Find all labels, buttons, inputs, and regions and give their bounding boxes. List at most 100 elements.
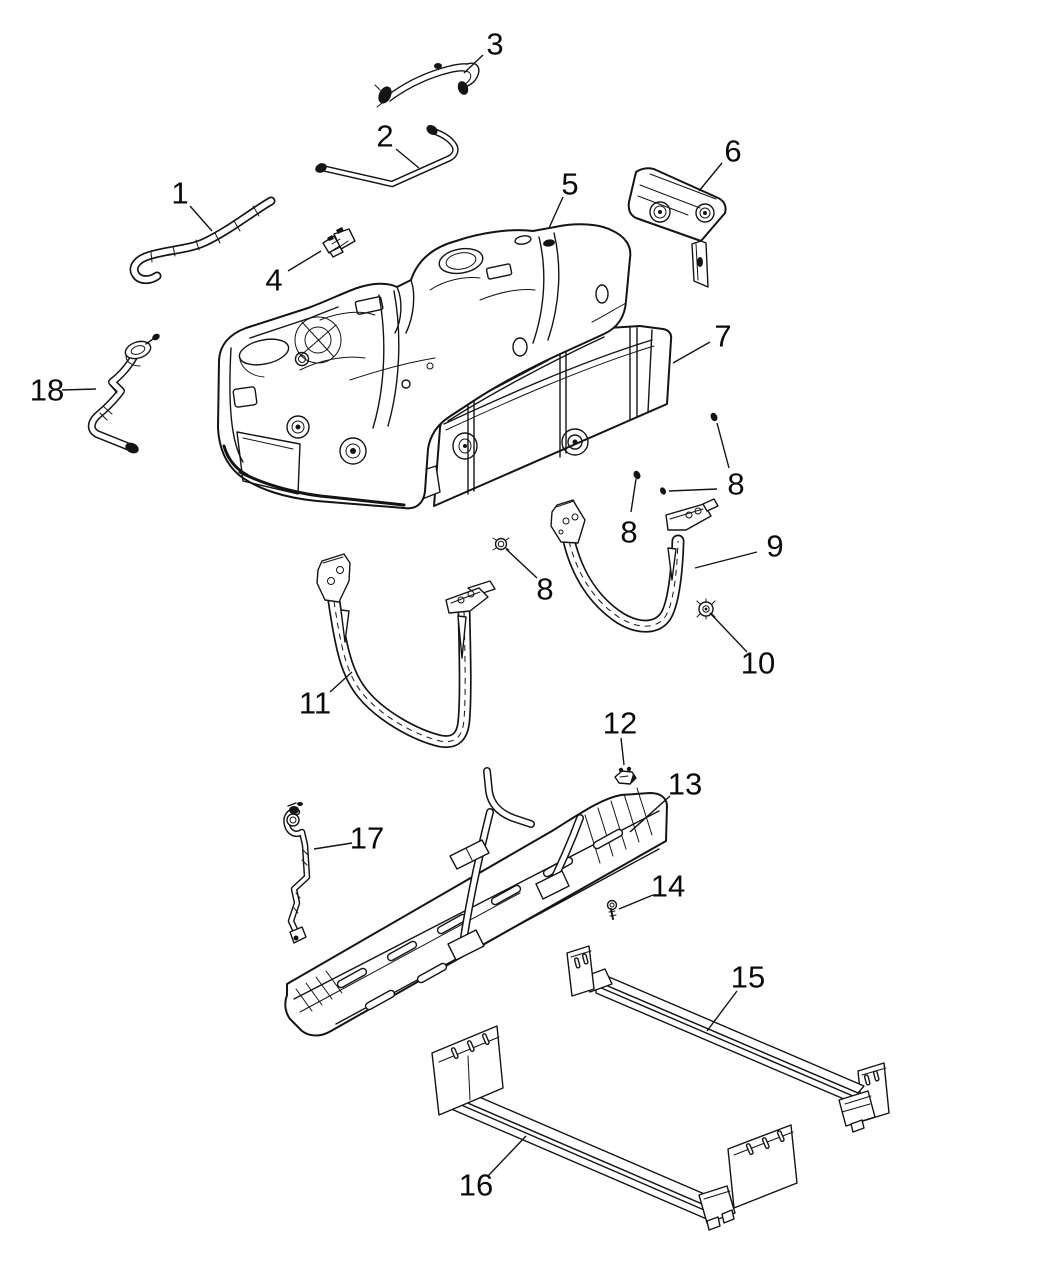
callout-14-screw: 14 — [651, 869, 685, 904]
part-15-crossmember-rear-stroke — [872, 1070, 880, 1082]
part-10-nut-stroke — [696, 600, 701, 605]
part-5-fuel-tank-stroke — [463, 444, 467, 448]
part-7-heat-shield-stroke — [445, 345, 655, 431]
part-18-filler-vent-tube — [87, 333, 160, 454]
part-5-fuel-tank-stroke — [514, 235, 532, 245]
part-5-fuel-tank-stroke — [512, 337, 528, 357]
part-17-support-bracket-stroke — [289, 806, 299, 814]
part-8-fasteners-stroke — [494, 537, 508, 551]
part-6-upper-shield-stroke — [658, 210, 662, 214]
part-16-crossmember-front-stroke — [451, 1100, 719, 1217]
part-6-upper-shield-stroke — [649, 173, 717, 200]
part-17-support-bracket-stroke — [297, 802, 303, 806]
part-6-upper-shield-stroke — [703, 211, 707, 215]
part-5-fuel-tank-stroke — [387, 290, 400, 427]
part-5-fuel-tank-stroke — [299, 356, 366, 371]
part-14-screw-stroke — [609, 902, 615, 908]
part-13-skid-plate-stroke — [484, 768, 534, 827]
leader-line-16-crossmember-front — [487, 1135, 527, 1177]
part-16-crossmember-front-stroke — [721, 1209, 735, 1224]
part-13-skid-plate-stroke — [535, 870, 570, 900]
part-5-fuel-tank-stroke — [452, 432, 478, 460]
part-15-crossmember-rear-stroke — [573, 957, 581, 969]
part-13-skid-plate-stroke — [592, 828, 624, 850]
part-12-clip-stroke — [626, 766, 632, 772]
callout-10-nut: 10 — [741, 646, 775, 681]
part-5-fuel-tank-stroke — [339, 437, 367, 465]
callout-8-fastener: 8 — [727, 467, 744, 502]
part-5-fuel-tank-stroke — [445, 252, 477, 270]
leader-line-8-fastener — [630, 478, 637, 513]
part-15-crossmember-rear-stroke — [598, 986, 861, 1100]
part-5-fuel-tank-stroke — [349, 357, 436, 381]
part-10-nut-stroke — [711, 600, 716, 605]
part-9-strap-right-stroke — [562, 517, 570, 525]
part-5-fuel-tank-stroke — [286, 415, 310, 439]
part-8-fasteners-stroke — [505, 547, 510, 551]
part-13-skid-plate-stroke — [336, 967, 368, 989]
callout-6-upper-shield: 6 — [724, 134, 741, 169]
part-3-wiring-harness-stroke — [387, 63, 468, 96]
part-5-fuel-tank-stroke — [401, 379, 411, 389]
part-13-skid-plate — [284, 767, 668, 1037]
part-13-skid-plate-stroke — [584, 814, 601, 864]
part-13-skid-plate-stroke — [295, 988, 313, 1012]
part-13-skid-plate-stroke — [465, 847, 473, 861]
leader-line-11-strap-left — [329, 671, 353, 693]
part-9-strap-right — [550, 498, 719, 633]
part-7-heat-shield-stroke — [572, 439, 578, 445]
part-9-strap-right-stroke — [694, 507, 702, 515]
callout-11-strap-left: 11 — [299, 686, 331, 721]
part-2-vapor-tube-stroke — [315, 163, 327, 173]
part-17-support-bracket-stroke — [301, 859, 308, 866]
part-8-fasteners-stroke — [492, 547, 497, 551]
part-16-crossmember-front-stroke — [450, 1047, 459, 1060]
callout-18-filler-vent-tube: 18 — [30, 373, 64, 408]
part-10-nut-stroke — [696, 613, 701, 618]
part-18-filler-vent-tube-stroke — [109, 384, 118, 394]
part-14-screw-stroke — [606, 899, 618, 911]
part-16-crossmember-front-stroke — [727, 1124, 798, 1209]
callout-1-vent-hose: 1 — [171, 176, 188, 211]
part-18-filler-vent-tube-stroke — [125, 442, 139, 454]
part-17-support-bracket-stroke — [295, 892, 301, 899]
part-17-support-bracket-stroke — [284, 809, 309, 936]
callout-17-support-bracket: 17 — [350, 821, 384, 856]
part-3-wiring-harness-stroke — [378, 86, 392, 104]
leader-line-4-retainer-clip — [287, 250, 322, 272]
part-5-fuel-tank-stroke — [294, 351, 310, 367]
part-18-filler-vent-tube-stroke — [124, 340, 152, 360]
part-10-nut-stroke — [711, 613, 716, 618]
part-5-fuel-tank-stroke — [242, 437, 294, 450]
part-2-vapor-tube — [315, 124, 459, 188]
part-9-strap-right-stroke — [667, 547, 677, 581]
part-9-strap-right-stroke — [702, 498, 719, 512]
part-16-crossmember-front-stroke — [431, 1025, 504, 1116]
part-11-strap-left-stroke — [329, 596, 470, 747]
part-9-strap-right-stroke — [665, 503, 712, 531]
leader-line-2-vapor-tube — [395, 148, 420, 169]
part-15-crossmember-rear-stroke — [850, 1119, 865, 1133]
part-13-skid-plate-stroke — [325, 970, 343, 994]
part-5-fuel-tank-stroke — [532, 236, 545, 344]
part-7-heat-shield-stroke — [647, 329, 653, 413]
part-6-upper-shield-stroke — [637, 195, 689, 216]
part-6-upper-shield-stroke — [699, 207, 711, 219]
leader-line-8-fastener — [505, 548, 538, 579]
part-15-crossmember-rear-stroke — [838, 1090, 876, 1127]
part-5-fuel-tank-stroke — [485, 263, 513, 280]
part-5-fuel-tank-stroke — [319, 311, 376, 321]
part-16-crossmember-front-stroke — [745, 1143, 754, 1156]
part-6-upper-shield-stroke — [695, 203, 715, 223]
part-5-fuel-tank-stroke — [547, 232, 560, 341]
part-8-fasteners-stroke — [659, 487, 667, 495]
part-5-fuel-tank-stroke — [222, 444, 249, 477]
leader-line-9-strap-right — [694, 551, 758, 569]
part-8-fasteners-stroke — [492, 537, 497, 541]
part-13-skid-plate-stroke — [364, 989, 396, 1011]
part-11-strap-left — [316, 553, 496, 749]
part-2-vapor-tube-stroke — [320, 129, 458, 186]
part-12-clip-stroke — [630, 774, 636, 783]
part-11-strap-left-stroke — [333, 600, 466, 743]
part-8-fasteners-stroke — [497, 540, 505, 548]
